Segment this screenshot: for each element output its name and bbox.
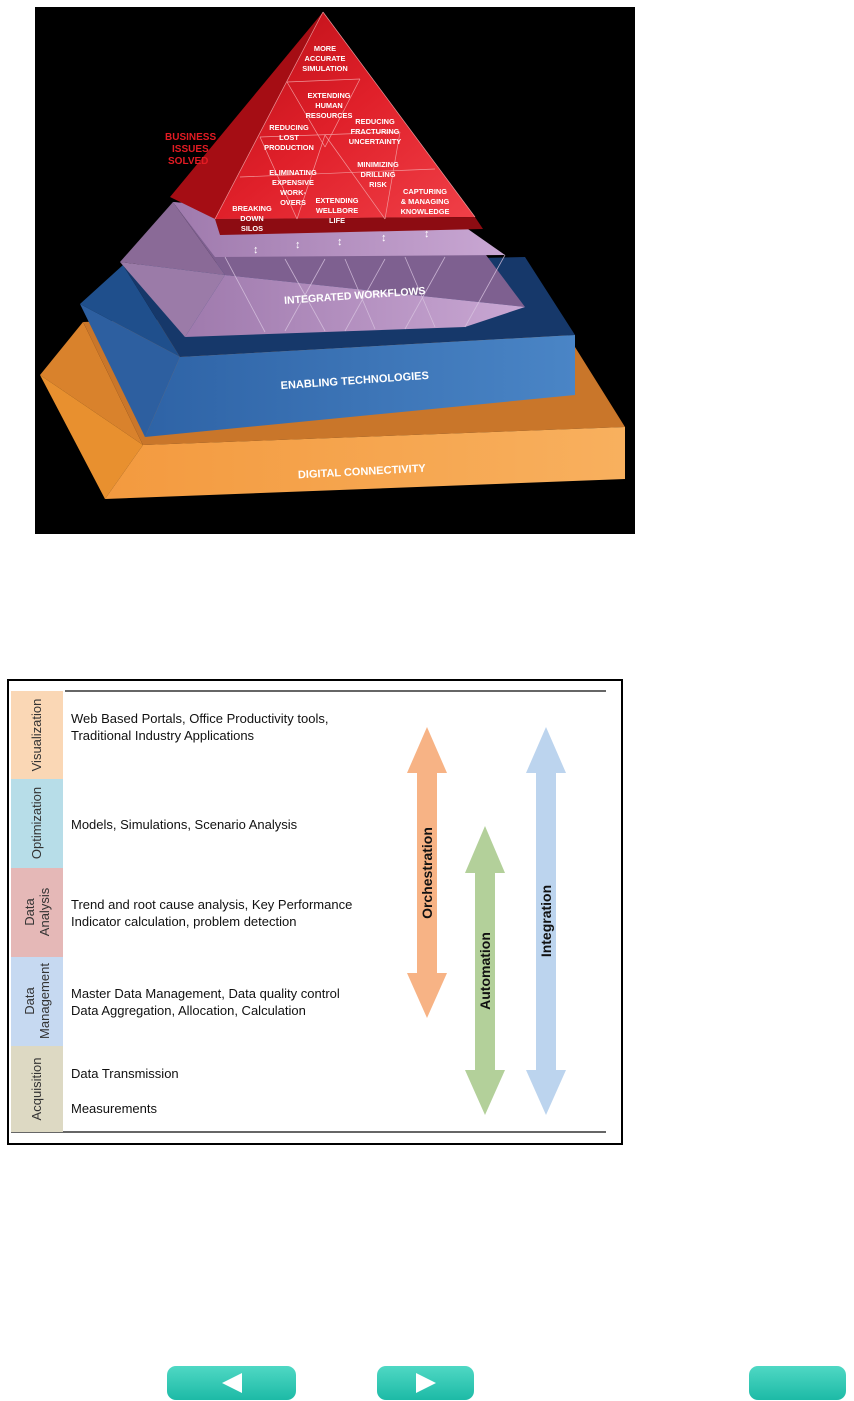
svg-text:↕: ↕ — [337, 236, 343, 248]
cell-line: BREAKING — [232, 204, 272, 213]
next-button[interactable] — [377, 1366, 474, 1400]
pyramid-top-business-issues: BUSINESS ISSUES SOLVED MORE ACCURATE SIM… — [165, 11, 483, 235]
svg-text:↕: ↕ — [381, 232, 387, 244]
business-label-1: BUSINESS — [165, 132, 216, 143]
cell-line: FRACTURING — [351, 127, 400, 136]
business-label-2: ISSUES — [172, 144, 209, 155]
row-text: Indicator calculation, problem detection — [71, 914, 296, 929]
cell-extending-human-resources: EXTENDING HUMAN RESOURCES — [306, 91, 353, 120]
row-text: Data Aggregation, Allocation, Calculatio… — [71, 1003, 306, 1018]
side-label-acquisition: Acquisition — [29, 1058, 44, 1121]
cell-line: MINIMIZING — [357, 160, 399, 169]
right-triangle-icon — [415, 1373, 436, 1393]
orchestration-arrow: Orchestration — [407, 727, 447, 1018]
cell-breaking-down-silos: BREAKING DOWN SILOS — [232, 204, 272, 233]
cell-line: CAPTURING — [403, 187, 447, 196]
cell-minimizing-drilling-risk: MINIMIZING DRILLING RISK — [357, 160, 399, 189]
cell-line: DOWN — [240, 214, 263, 223]
cell-line: LOST — [279, 133, 299, 142]
automation-arrow: Automation — [465, 826, 505, 1115]
cell-reducing-fracturing-uncertainty: REDUCING FRACTURING UNCERTAINTY — [349, 117, 401, 146]
orchestration-label: Orchestration — [419, 827, 435, 919]
cell-line: UNCERTAINTY — [349, 137, 401, 146]
row-text: Measurements — [71, 1101, 157, 1116]
cell-line: ACCURATE — [305, 54, 346, 63]
left-triangle-icon — [221, 1373, 242, 1393]
band-data-management — [11, 957, 63, 1046]
cell-line: HUMAN — [315, 101, 343, 110]
pyramid-diagram: DIGITAL CONNECTIVITY ENABLING TECHNOLOGI… — [35, 7, 635, 534]
band-visualization — [11, 691, 63, 779]
cell-line: REDUCING — [269, 123, 309, 132]
side-label-data-management-2: Management — [37, 963, 52, 1039]
svg-text:↕: ↕ — [295, 239, 301, 251]
cell-line: WORK- — [280, 188, 306, 197]
side-label-data-management-1: Data — [22, 987, 37, 1015]
cell-line: EXPENSIVE — [272, 178, 314, 187]
side-label-data-analysis-1: Data — [22, 898, 37, 926]
svg-text:↕: ↕ — [253, 244, 259, 256]
band-acquisition — [11, 1046, 63, 1132]
pyramid-svg: DIGITAL CONNECTIVITY ENABLING TECHNOLOGI… — [40, 11, 625, 499]
svg-text:↕: ↕ — [424, 228, 430, 240]
cell-line: ELIMINATING — [269, 168, 317, 177]
cell-reducing-lost-production: REDUCING LOST PRODUCTION — [264, 123, 314, 152]
previous-button[interactable] — [167, 1366, 296, 1400]
cell-eliminating-expensive-workovers: ELIMINATING EXPENSIVE WORK- OVERS — [269, 168, 317, 207]
layer-diagram-svg: Visualization Optimization Data Analysis… — [11, 690, 606, 1133]
cell-more-accurate-simulation: MORE ACCURATE SIMULATION — [302, 44, 347, 73]
cell-line: KNOWLEDGE — [401, 207, 450, 216]
row-text: Data Transmission — [71, 1066, 179, 1081]
cell-line: OVERS — [280, 198, 306, 207]
business-label-3: SOLVED — [168, 156, 208, 167]
side-label-visualization: Visualization — [29, 699, 44, 772]
cell-line: EXTENDING — [315, 196, 358, 205]
row-text: Models, Simulations, Scenario Analysis — [71, 817, 298, 832]
row-text: Master Data Management, Data quality con… — [71, 986, 340, 1001]
automation-label: Automation — [477, 932, 493, 1010]
link-arrows: ↕ ↕ ↕ ↕ ↕ — [253, 228, 430, 256]
cell-line: DRILLING — [361, 170, 396, 179]
band-data-analysis — [11, 868, 63, 957]
band-optimization — [11, 779, 63, 868]
cell-line: WELLBORE — [316, 206, 358, 215]
cell-line: RESOURCES — [306, 111, 353, 120]
cell-line: EXTENDING — [307, 91, 350, 100]
row-text: Trend and root cause analysis, Key Perfo… — [71, 897, 352, 912]
cell-line: PRODUCTION — [264, 143, 314, 152]
row-text: Web Based Portals, Office Productivity t… — [71, 711, 328, 726]
cell-capturing-managing-knowledge: CAPTURING & MANAGING KNOWLEDGE — [401, 187, 450, 216]
layer-diagram: Visualization Optimization Data Analysis… — [7, 679, 623, 1145]
cell-line: RISK — [369, 180, 387, 189]
side-label-data-analysis-2: Analysis — [37, 887, 52, 936]
cell-line: MORE — [314, 44, 336, 53]
cell-line: SIMULATION — [302, 64, 347, 73]
cell-line: & MANAGING — [401, 197, 450, 206]
cell-extending-wellbore-life: EXTENDING WELLBORE LIFE — [315, 196, 358, 225]
cell-line: LIFE — [329, 216, 345, 225]
cell-line: SILOS — [241, 224, 263, 233]
integration-arrow: Integration — [526, 727, 566, 1115]
integration-label: Integration — [538, 885, 554, 957]
cell-line: REDUCING — [355, 117, 395, 126]
blank-nav-button[interactable] — [749, 1366, 846, 1400]
side-label-optimization: Optimization — [29, 787, 44, 859]
row-text: Traditional Industry Applications — [71, 728, 255, 743]
